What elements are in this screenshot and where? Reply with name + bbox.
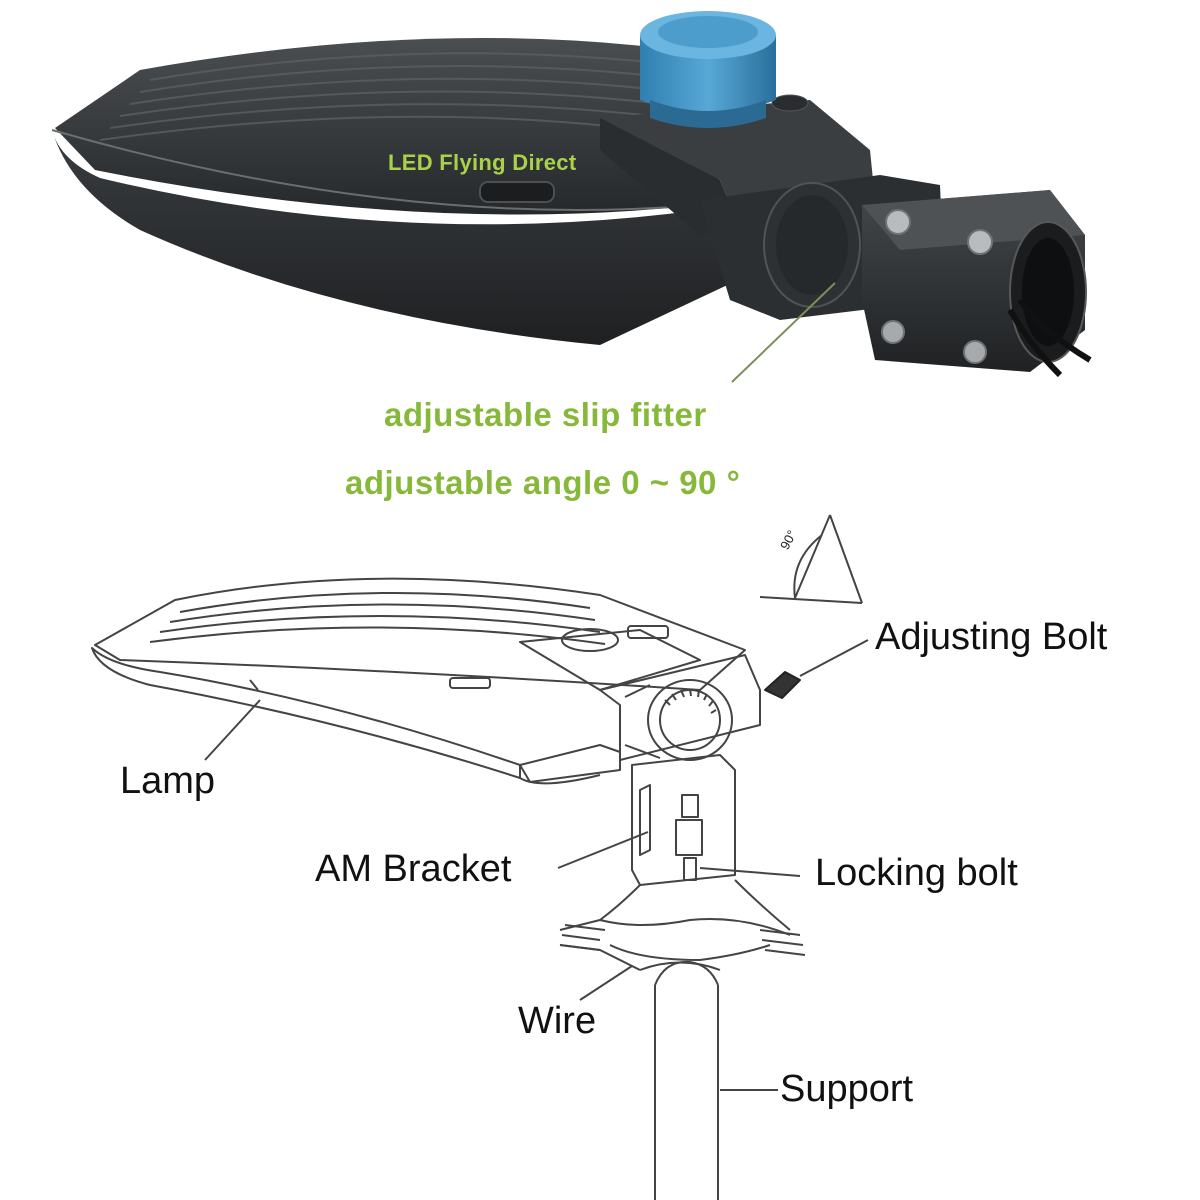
locking-bolt-leader-line bbox=[699, 867, 801, 877]
label-am-bracket: AM Bracket bbox=[315, 848, 512, 890]
lamp-leader-line bbox=[204, 699, 261, 761]
housing-photo bbox=[51, 37, 945, 345]
am-bracket-leader-line bbox=[557, 831, 649, 869]
lamp-outline bbox=[91, 577, 761, 785]
knuckle-drawing bbox=[624, 679, 733, 761]
photocell-sensor bbox=[640, 11, 776, 128]
caption-slip-fitter: adjustable slip fitter bbox=[384, 396, 707, 433]
angle-indicator bbox=[759, 514, 863, 604]
wire-harness-drawing bbox=[559, 879, 806, 971]
fitter-pointer-line bbox=[731, 282, 836, 383]
adjusting-bolt-drawing bbox=[764, 639, 869, 699]
support-pole-drawing bbox=[654, 960, 719, 1200]
am-bracket-drawing bbox=[631, 754, 736, 886]
label-wire: Wire bbox=[518, 1000, 597, 1042]
caption-adjustable-angle: adjustable angle 0 ~ 90 ° bbox=[345, 464, 741, 501]
label-support: Support bbox=[780, 1068, 914, 1110]
label-adjusting-bolt: Adjusting Bolt bbox=[875, 616, 1108, 658]
wire-leader-line bbox=[579, 965, 633, 1001]
label-locking-bolt: Locking bolt bbox=[815, 852, 1018, 894]
label-lamp: Lamp bbox=[120, 760, 216, 802]
slip-fitter-photo bbox=[862, 190, 1092, 378]
brand-watermark: LED Flying Direct bbox=[388, 150, 577, 175]
